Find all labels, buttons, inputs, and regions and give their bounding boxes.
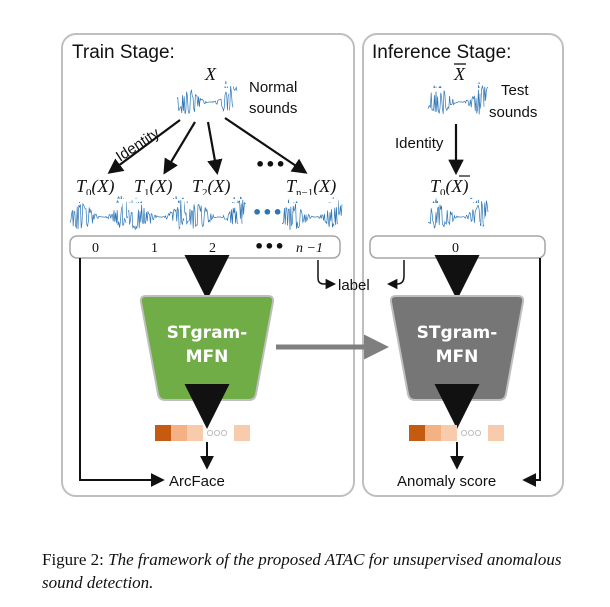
transform-label-1: T1(X) [134,176,173,199]
inference-stgram-mfn-block [389,295,525,401]
framework-diagram: Train Stage: Inference Stage: X Normal s… [61,33,564,497]
train-input-waveform [176,80,238,116]
arcface-label: ArcFace [169,473,225,490]
inference-embedding-vector [409,425,504,441]
waveform-ellipsis: ••• [252,203,283,222]
train-label-index-1: 1 [151,241,158,256]
embedding-cell [187,425,203,441]
figure-caption: Figure 2: The framework of the proposed … [42,548,582,594]
train-network-label: STgram- [167,323,248,343]
embedding-dot [213,429,221,437]
transform-label-0: T0(X) [76,176,115,199]
inference-input-waveform [427,80,489,116]
inference-transform-label: T0(X) [430,176,469,199]
waveform-trace [127,204,181,231]
label-path-to-arcface [79,258,165,487]
waveform-trace [69,202,123,230]
arrow-to-t2 [206,121,223,176]
embedding-cell [234,425,250,441]
embedding-cell [155,425,171,441]
waveform-trace [185,203,239,229]
embedding-dot [460,429,468,437]
train-stgram-mfn-block [139,295,275,401]
inference-network-label-2: MFN [436,347,479,367]
embedding-cell [171,425,187,441]
train-input-symbol: X [204,64,217,84]
inference-input-label: Test [501,82,529,99]
inference-stage-title: Inference Stage: [372,42,511,63]
embedding-dot [206,429,214,437]
transform-label-2: T2(X) [192,176,231,199]
waveform-trace [427,89,481,115]
train-input-label: Normal [249,79,297,96]
anomaly-score-label: Anomaly score [397,473,496,490]
transformed-waveform-0 [69,195,131,231]
train-label-index-n: n −1 [296,241,323,256]
train-input-label-2: sounds [249,100,297,117]
caption-text: The framework of the proposed ATAC for u… [42,550,562,592]
inference-identity-label: Identity [395,135,444,152]
train-label-index-0: 0 [92,241,99,256]
embedding-dot [220,429,228,437]
train-network-label-2: MFN [186,347,229,367]
embedding-dot [474,429,482,437]
train-label-index-ellipsis: ••• [254,237,285,256]
waveform-trace [281,203,335,230]
inference-label-index-0: 0 [452,241,459,256]
inference-transformed-waveform [427,195,489,231]
label-connector-left [317,260,337,290]
train-stage-title: Train Stage: [72,42,175,63]
train-label-index-2: 2 [209,241,216,256]
train-embedding-vector [155,425,250,441]
transformed-waveform-1 [127,195,189,231]
waveform-trace [427,204,481,229]
embedding-cell [409,425,425,441]
arrow-to-t1 [163,121,196,175]
transformed-waveform-n [281,195,343,231]
inference-network-label: STgram- [417,323,498,343]
label-text: label [338,277,370,294]
arrow-ellipsis: ••• [255,155,286,174]
label-path-to-score [522,258,541,487]
waveform-trace [176,89,230,115]
embedding-dot [467,429,475,437]
arrow-to-t0 [107,119,181,174]
embedding-cell [488,425,504,441]
inference-input-label-2: sounds [489,104,537,121]
transformed-waveform-2 [185,195,247,231]
embedding-cell [441,425,457,441]
arrow-to-tn [224,117,308,174]
caption-prefix: Figure 2: [42,550,104,569]
embedding-cell [425,425,441,441]
inference-input-symbol: X [453,64,466,84]
label-connector-right [386,260,405,290]
